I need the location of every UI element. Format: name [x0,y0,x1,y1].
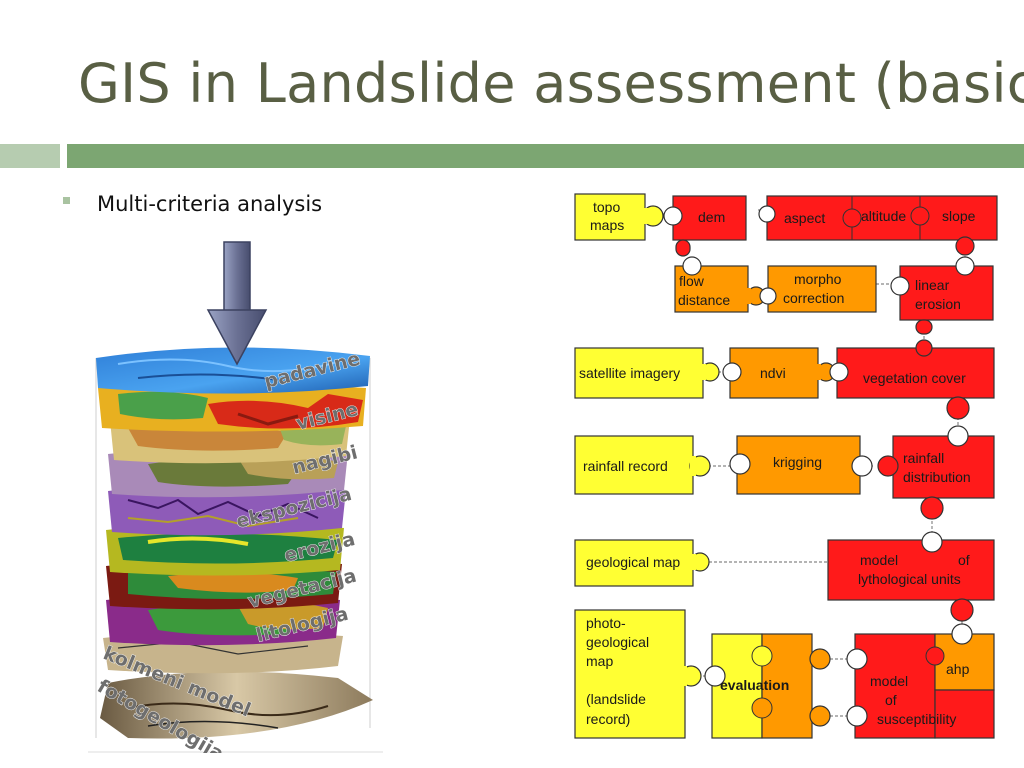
label-map: map [586,653,613,669]
label-model-1: model [860,552,898,568]
label-altitude: altitude [861,208,906,224]
label-lythological-units: lythological units [858,571,961,587]
piece-flow-distance: flow distance [674,256,766,313]
label-model-2: model [870,673,908,689]
label-distribution: distribution [903,469,971,485]
label-ndvi: ndvi [760,365,786,381]
label-erosion: erosion [915,296,961,312]
layer-padavine [96,347,370,394]
label-correction: correction [783,290,844,306]
piece-rainfall-record: rainfall record [574,435,711,495]
down-arrow-icon [206,241,268,366]
label-vegetation-cover: vegetation cover [863,370,966,386]
title-band-left [0,144,60,168]
layer-fotogeologija [100,671,373,739]
label-distance: distance [678,292,730,308]
layer-erozija [106,523,344,576]
label-photo: photo- [586,615,626,631]
label-aspect: aspect [784,210,825,226]
piece-vegetation-cover: vegetation cover [829,339,995,420]
label-geological: geological [586,634,649,650]
piece-evaluation: evaluation [704,633,831,739]
label-record: record) [586,711,630,727]
label-kriging: krigging [773,454,822,470]
piece-model-susceptibility: ahp model of susceptibility [846,623,995,739]
piece-kriging: krigging [729,435,873,495]
piece-linear-erosion: linear erosion [890,256,994,335]
label-flow: flow [679,273,705,289]
label-rainfall: rainfall [903,450,944,466]
piece-photo-geological-map: photo- geological map (landslide record) [574,609,702,739]
label-evaluation: evaluation [720,677,789,693]
layer-red-yellow [98,383,366,432]
label-dem: dem [698,209,725,225]
label-slope: slope [942,208,976,224]
piece-rainfall-distribution: rainfall distribution [877,425,995,520]
piece-satellite-imagery: satellite imagery [574,347,720,399]
piece-topo-maps: topo maps [574,193,664,241]
label-maps: maps [590,217,624,233]
piece-aspect-altitude-slope: aspect altitude slope [758,195,998,256]
slide-title: GIS in Landslide assessment (basic) [78,52,1024,115]
label-linear: linear [915,277,950,293]
label-geological-map: geological map [586,554,680,570]
label-rainfall-record: rainfall record [583,458,668,474]
piece-ndvi: ndvi [722,347,836,399]
label-ahp: ahp [946,661,970,677]
label-of-2: of [885,692,897,708]
label-susceptibility: susceptibility [877,711,956,727]
layer-stack-illustration: padavine visine nagibi ekspozicija erozi… [88,241,383,753]
piece-geological-map: geological map [574,539,710,587]
piece-morpho-correction: morpho correction [759,265,877,313]
layer-ekspozicija [108,484,346,536]
title-band-right [67,144,1024,168]
piece-model-lithological: model of lythological units [827,531,995,622]
puzzle-workflow-diagram: topo maps dem aspect altitude slope flow… [574,193,998,739]
bullet-multi-criteria: Multi-criteria analysis [97,192,323,216]
bullet-icon [63,197,70,204]
label-morpho: morpho [794,271,842,287]
label-satellite-imagery: satellite imagery [579,365,680,381]
label-landslide: (landslide [586,691,646,707]
label-of-1: of [958,552,970,568]
piece-dem: dem [663,195,747,257]
label-topo: topo [593,199,620,215]
